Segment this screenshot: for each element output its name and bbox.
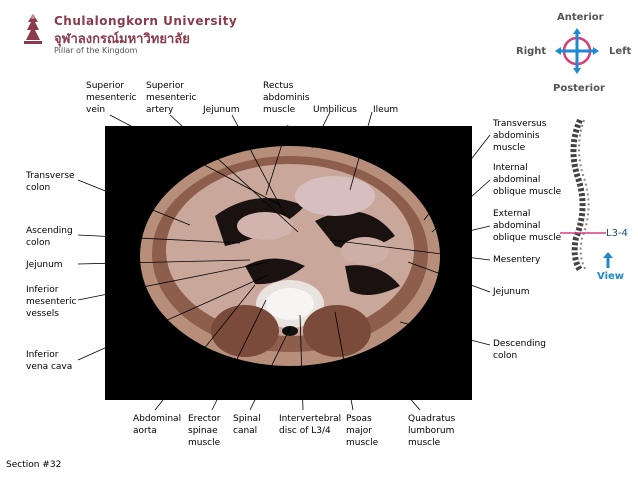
university-crest-icon [24, 14, 42, 44]
label-transversus-abdominis: Transversus abdominis muscle [493, 119, 547, 153]
label-superior-mesenteric-vein: Superior mesenteric vein [86, 81, 137, 115]
label-ileum: Ileum [373, 105, 399, 115]
label-descending-colon: Descending colon [493, 339, 546, 361]
university-name-th: จุฬาลงกรณ์มหาวิทยาลัย [54, 32, 190, 47]
orientation-anterior: Anterior [557, 12, 604, 23]
university-name-en: Chulalongkorn University [54, 14, 238, 28]
label-ascending-colon: Ascending colon [26, 226, 73, 248]
label-jejunum-right: Jejunum [493, 287, 530, 297]
label-jejunum-top: Jejunum [203, 105, 240, 115]
level-label: L3-4 [606, 228, 628, 239]
section-number: Section #32 [6, 460, 62, 470]
label-inferior-vena-cava: Inferior vena cava [26, 350, 73, 372]
label-spinal-canal: Spinal canal [233, 414, 261, 436]
view-arrow-icon [603, 252, 613, 268]
label-mesentery: Mesentery [493, 255, 541, 265]
label-external-oblique: External abdominal oblique muscle [493, 209, 562, 243]
label-psoas-major: Psoas major muscle [346, 414, 379, 448]
orientation-left: Left [609, 46, 632, 57]
label-transverse-colon: Transverse colon [26, 171, 75, 193]
label-internal-oblique: Internal abdominal oblique muscle [493, 163, 562, 197]
label-quadratus-lumborum: Quadratus lumborum muscle [408, 414, 456, 448]
view-label: View [597, 271, 625, 282]
orientation-posterior: Posterior [553, 83, 605, 94]
orientation-compass-icon [555, 28, 599, 74]
orientation-right: Right [516, 46, 547, 57]
cross-section-image [105, 126, 472, 400]
label-umbilicus: Umbilicus [313, 105, 357, 115]
label-inferior-mesenteric-vessels: Inferior mesenteric vessels [26, 285, 77, 319]
spine-diagram-icon [570, 118, 590, 272]
university-tagline: Pillar of the Kingdom [54, 46, 138, 55]
label-abdominal-aorta: Abdominal aorta [133, 414, 182, 436]
label-superior-mesenteric-artery: Superior mesenteric artery [146, 81, 197, 115]
level-marker-line [560, 232, 606, 234]
label-jejunum-left: Jejunum [26, 260, 63, 270]
label-intervertebral-disc: Intervertebral disc of L3/4 [279, 414, 342, 436]
label-erector-spinae: Erector spinae muscle [188, 414, 221, 448]
label-rectus-abdominis: Rectus abdominis muscle [263, 81, 310, 115]
